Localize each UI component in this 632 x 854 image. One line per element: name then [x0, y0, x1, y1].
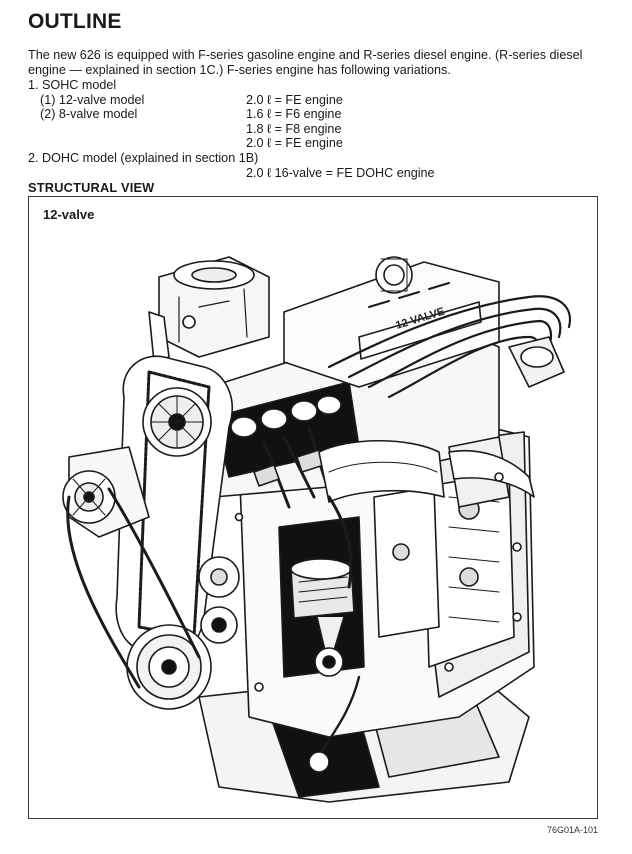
bolts — [234, 472, 522, 692]
sohc-variant-2: (2) 8-valve model — [40, 107, 138, 122]
sohc-heading: 1. SOHC model — [28, 78, 117, 92]
intro-paragraph: The new 626 is equipped with F-series ga… — [28, 48, 583, 77]
engine-cutaway-illustration: 12 VALVE — [62, 256, 572, 803]
sohc-spec-4: 2.0 ℓ = FE engine — [246, 136, 343, 151]
sohc-spec-2: 1.6 ℓ = F6 engine — [246, 107, 342, 122]
pulleys — [126, 556, 240, 710]
structural-view-heading: STRUCTURAL VIEW — [28, 180, 155, 195]
coolant-pipes — [308, 449, 535, 773]
sohc-spec-1: 2.0 ℓ = FE engine — [246, 92, 343, 107]
figure-code: 76G01A-101 — [546, 825, 598, 835]
alternator — [62, 446, 150, 538]
figure-frame: 12-valve — [28, 196, 598, 819]
figure-label: 12-valve — [43, 207, 95, 222]
distributor — [508, 336, 565, 388]
sohc-variant-1: (1) 12-valve model — [40, 92, 145, 107]
sohc-spec-3: 1.8 ℓ = F8 engine — [246, 121, 342, 136]
piston-cutaway — [278, 516, 365, 678]
dohc-spec: 2.0 ℓ 16-valve = FE DOHC engine — [246, 165, 435, 180]
page-title: OUTLINE — [28, 10, 122, 33]
dohc-heading: 2. DOHC model (explained in section 1B) — [28, 151, 259, 165]
carburetor — [148, 256, 270, 363]
accessory-belt — [66, 487, 201, 689]
